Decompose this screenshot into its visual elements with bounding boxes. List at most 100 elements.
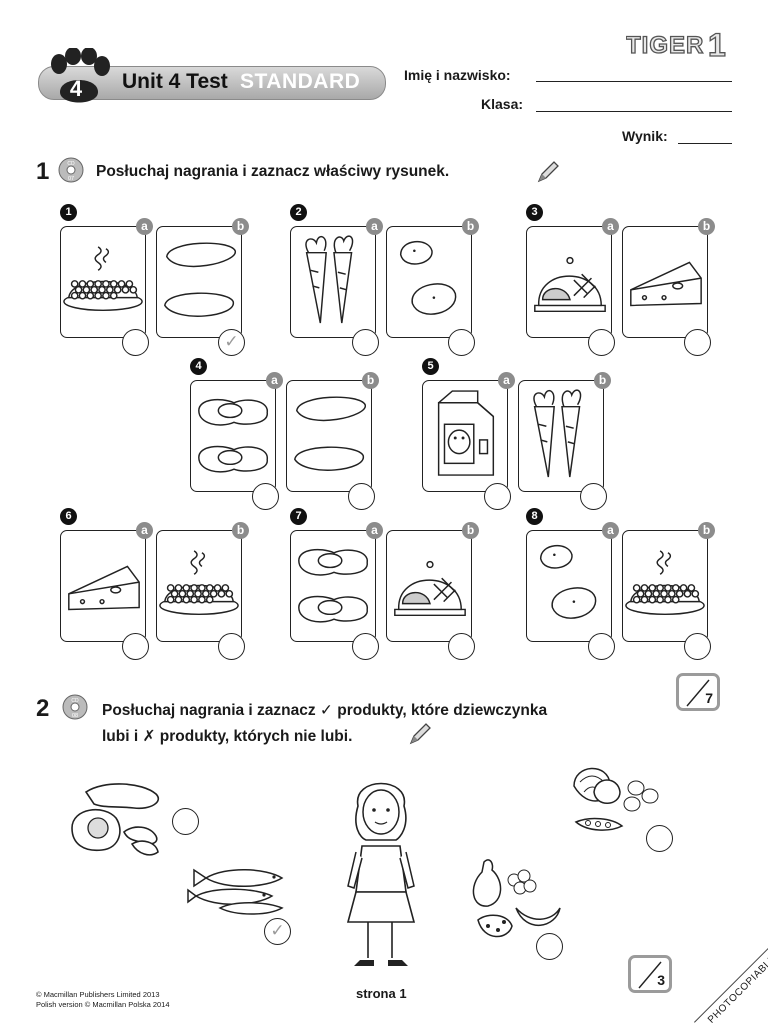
answer-circle-a[interactable] [588, 633, 615, 660]
option-letter-a: a [136, 522, 153, 539]
option-letter-b: b [462, 218, 479, 235]
svg-text:CD: CD [67, 161, 75, 167]
score-field[interactable] [678, 143, 732, 144]
option-letter-b: b [232, 522, 249, 539]
picture-card-a [422, 380, 508, 492]
photocopiable-label: PHOTOCOPIABLE [706, 953, 768, 1026]
option-letter-b: b [698, 522, 715, 539]
picture-card-a [60, 530, 146, 642]
picture-card-a [290, 226, 376, 338]
answer-circle-b[interactable] [348, 483, 375, 510]
vegetables-illustration [573, 767, 659, 831]
exercise-2-score: 3 [657, 972, 665, 988]
option-letter-a: a [266, 372, 283, 389]
picture-card-b [622, 226, 708, 338]
ham-picture [394, 560, 466, 617]
option-letter-b: b [362, 372, 379, 389]
picture-card-b [622, 530, 708, 642]
item-number: 8 [526, 508, 543, 525]
name-field[interactable] [536, 81, 732, 82]
peas-picture [625, 550, 705, 616]
exercise-2-answer-fish[interactable]: ✓ [264, 918, 291, 945]
item-number: 3 [526, 204, 543, 221]
exercise-1-score-box: 7 [676, 673, 720, 711]
ham-picture [534, 256, 606, 313]
class-label: Klasa: [481, 96, 524, 112]
picture-card-a [290, 530, 376, 642]
answer-circle-a[interactable] [588, 329, 615, 356]
paw-print-icon [51, 48, 110, 103]
carrots-picture [533, 389, 582, 478]
meat-illustration [71, 783, 159, 856]
potatoes-picture [539, 544, 597, 619]
answer-circle-b[interactable] [684, 633, 711, 660]
option-letter-a: a [366, 218, 383, 235]
option-letter-b: b [462, 522, 479, 539]
unit-level: STANDARD [240, 70, 361, 93]
picture-card-b [386, 226, 472, 338]
item-number: 6 [60, 508, 77, 525]
eggs-picture [198, 398, 268, 473]
picture-card-a [60, 226, 146, 338]
answer-circle-a[interactable] [122, 633, 149, 660]
answer-circle-a[interactable] [484, 483, 511, 510]
cd-icon: CD 08 [62, 694, 88, 720]
picture-card-a [526, 226, 612, 338]
answer-circle-b[interactable] [448, 633, 475, 660]
option-letter-a: a [366, 522, 383, 539]
copyright-line-1: © Macmillan Publishers Limited 2013 [36, 990, 160, 999]
option-letter-a: a [498, 372, 515, 389]
sausages-picture [294, 396, 366, 471]
exercise-2-answer-meat[interactable] [172, 808, 199, 835]
option-letter-a: a [602, 218, 619, 235]
item-number: 2 [290, 204, 307, 221]
exercise-2-instruction-line-1: Posłuchaj nagrania i zaznacz ✓ produkty,… [102, 702, 548, 719]
exercise-2-answer-vegetables[interactable] [646, 825, 673, 852]
page-label: strona 1 [356, 986, 407, 1001]
unit-number-badge: 4 [69, 76, 83, 101]
peas-picture [63, 246, 143, 312]
girl-illustration [346, 782, 416, 966]
exercise-1-instruction: Posłuchaj nagrania i zaznacz właściwy ry… [96, 163, 450, 180]
picture-card-a [526, 530, 612, 642]
cd-icon: CD 07 [58, 157, 84, 183]
item-number: 7 [290, 508, 307, 525]
exercise-2-instruction-line-2: lubi i ✗ produkty, których nie lubi. [102, 728, 353, 745]
cheese-picture [68, 565, 140, 611]
sausages-picture [164, 242, 236, 317]
svg-text:CD: CD [71, 698, 79, 704]
exercise-2-answer-fruit[interactable] [536, 933, 563, 960]
exercise-2-score-box: 3 [628, 955, 672, 993]
answer-circle-a[interactable] [122, 329, 149, 356]
option-letter-a: a [602, 522, 619, 539]
answer-circle-b[interactable]: ✓ [218, 329, 245, 356]
exercise-2-number: 2 [36, 695, 50, 722]
answer-circle-b[interactable] [684, 329, 711, 356]
answer-circle-b[interactable] [448, 329, 475, 356]
item-number: 1 [60, 204, 77, 221]
answer-circle-a[interactable] [352, 329, 379, 356]
fish-illustration [187, 868, 284, 915]
potatoes-picture [399, 240, 457, 315]
picture-card-b [286, 380, 372, 492]
item-number: 5 [422, 358, 439, 375]
picture-card-a [190, 380, 276, 492]
exercise-1-number: 1 [36, 158, 50, 185]
answer-circle-b[interactable] [580, 483, 607, 510]
option-letter-a: a [136, 218, 153, 235]
svg-text:TIGER: TIGER [626, 32, 704, 59]
pencil-icon [537, 161, 559, 183]
peas-picture [159, 550, 239, 616]
picture-card-b [156, 226, 242, 338]
cheese-picture [630, 261, 702, 307]
answer-circle-b[interactable] [218, 633, 245, 660]
class-field[interactable] [536, 111, 732, 112]
unit-title: Unit 4 Test [122, 70, 228, 93]
item-number: 4 [190, 358, 207, 375]
picture-card-b [156, 530, 242, 642]
score-label: Wynik: [622, 128, 668, 144]
answer-circle-a[interactable] [352, 633, 379, 660]
option-letter-b: b [594, 372, 611, 389]
svg-text:1: 1 [708, 27, 726, 62]
answer-circle-a[interactable] [252, 483, 279, 510]
